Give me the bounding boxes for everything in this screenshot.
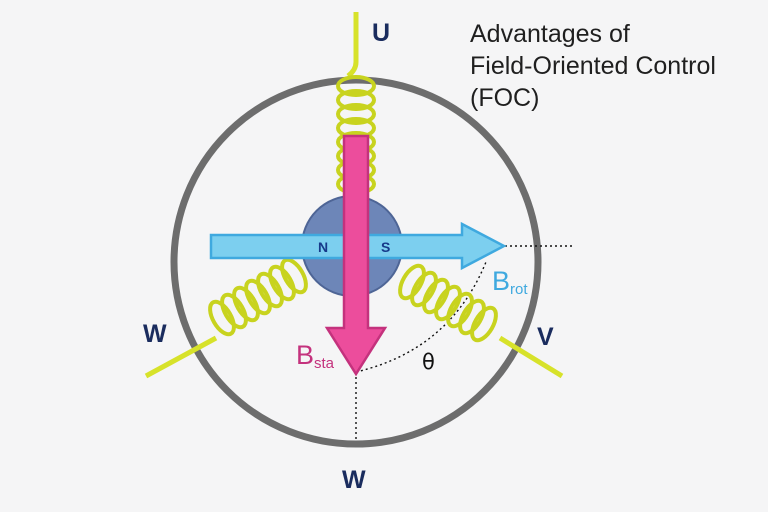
rotor-field-subscript: rot xyxy=(510,281,528,298)
title-line-2: Field-Oriented Control xyxy=(470,52,716,80)
phase-label-w-bottom: W xyxy=(342,466,366,494)
stator-field-subscript: sta xyxy=(314,355,335,372)
rotor-field-symbol: B xyxy=(492,266,511,296)
title-line-1: Advantages of xyxy=(470,20,630,48)
motor-housing xyxy=(170,76,542,448)
u-lead-wire xyxy=(346,12,359,78)
stator-field-label: Bsta xyxy=(296,340,334,372)
stator-field-arrow xyxy=(324,134,388,377)
north-pole-label: N xyxy=(318,239,329,255)
phase-label-u: U xyxy=(372,19,391,47)
phase-label-v: V xyxy=(537,323,554,351)
angle-theta-label: θ xyxy=(422,350,435,374)
angle-arc xyxy=(355,261,487,373)
stator-field-symbol: B xyxy=(296,340,315,370)
v-lead-wire xyxy=(498,335,564,379)
title-line-3: (FOC) xyxy=(470,84,540,112)
south-pole-label: S xyxy=(381,239,391,255)
phase-label-w-left: W xyxy=(143,320,167,348)
w-lead-wire xyxy=(144,335,218,379)
v-coil xyxy=(398,263,498,343)
rotor-field-label: Brot xyxy=(492,266,528,298)
w-coil xyxy=(208,257,308,337)
diagram-title: Advantages of Field-Oriented Control (FO… xyxy=(470,18,716,114)
